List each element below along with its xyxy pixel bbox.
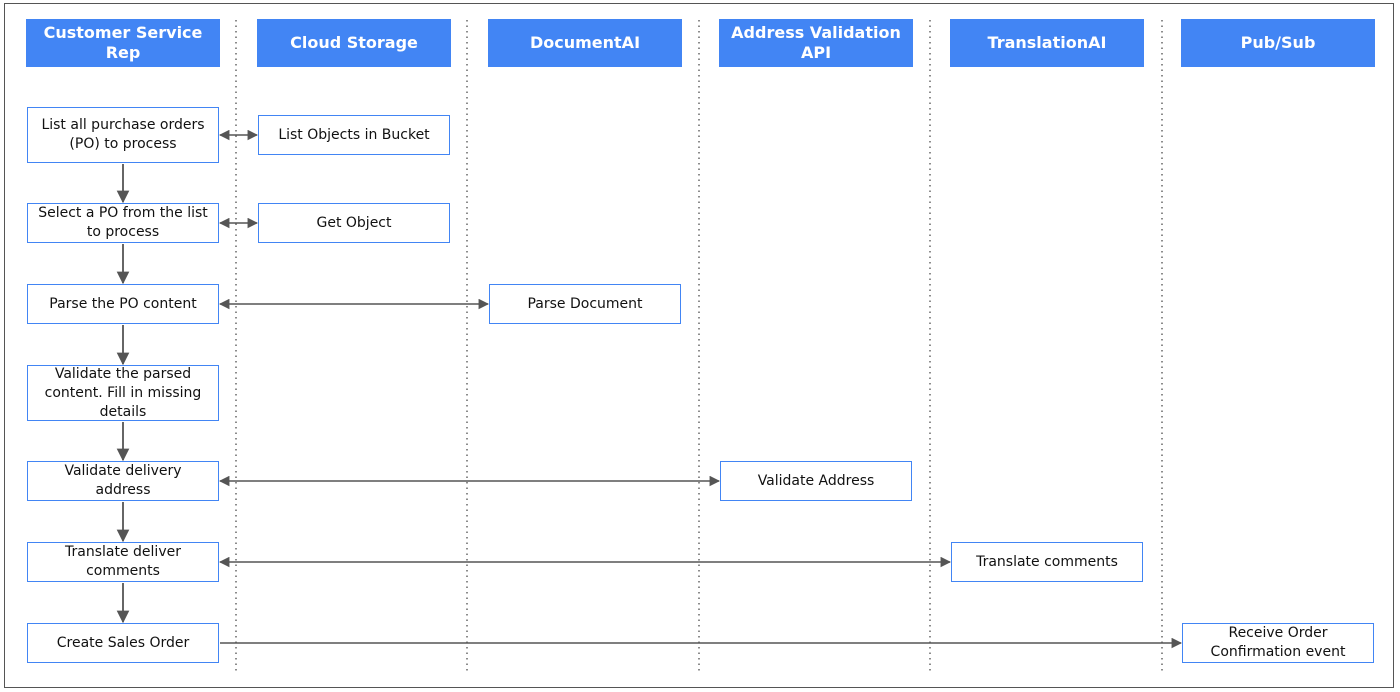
step-parse-po-content: Parse the PO content xyxy=(27,284,219,324)
step-list-purchase-orders: List all purchase orders (PO) to process xyxy=(27,107,219,163)
step-validate-delivery-address: Validate delivery address xyxy=(27,461,219,501)
step-validate-parsed-content: Validate the parsed content. Fill in mis… xyxy=(27,365,219,421)
step-select-po: Select a PO from the list to process xyxy=(27,203,219,243)
step-validate-address: Validate Address xyxy=(720,461,912,501)
lane-header-cloud-storage: Cloud Storage xyxy=(257,19,451,67)
step-parse-document: Parse Document xyxy=(489,284,681,324)
step-get-object: Get Object xyxy=(258,203,450,243)
step-translate-comments-service: Translate comments xyxy=(951,542,1143,582)
step-create-sales-order: Create Sales Order xyxy=(27,623,219,663)
connectors xyxy=(116,129,1183,649)
lane-dividers xyxy=(235,20,1163,672)
lane-header-documentai: DocumentAI xyxy=(488,19,682,67)
step-translate-comments: Translate deliver comments xyxy=(27,542,219,582)
lane-header-pub-sub: Pub/Sub xyxy=(1181,19,1375,67)
lane-header-address-validation-api: Address Validation API xyxy=(719,19,913,67)
step-list-objects-in-bucket: List Objects in Bucket xyxy=(258,115,450,155)
lane-header-customer-service-rep: Customer Service Rep xyxy=(26,19,220,67)
step-receive-order-confirmation: Receive Order Confirmation event xyxy=(1182,623,1374,663)
lane-header-translationai: TranslationAI xyxy=(950,19,1144,67)
